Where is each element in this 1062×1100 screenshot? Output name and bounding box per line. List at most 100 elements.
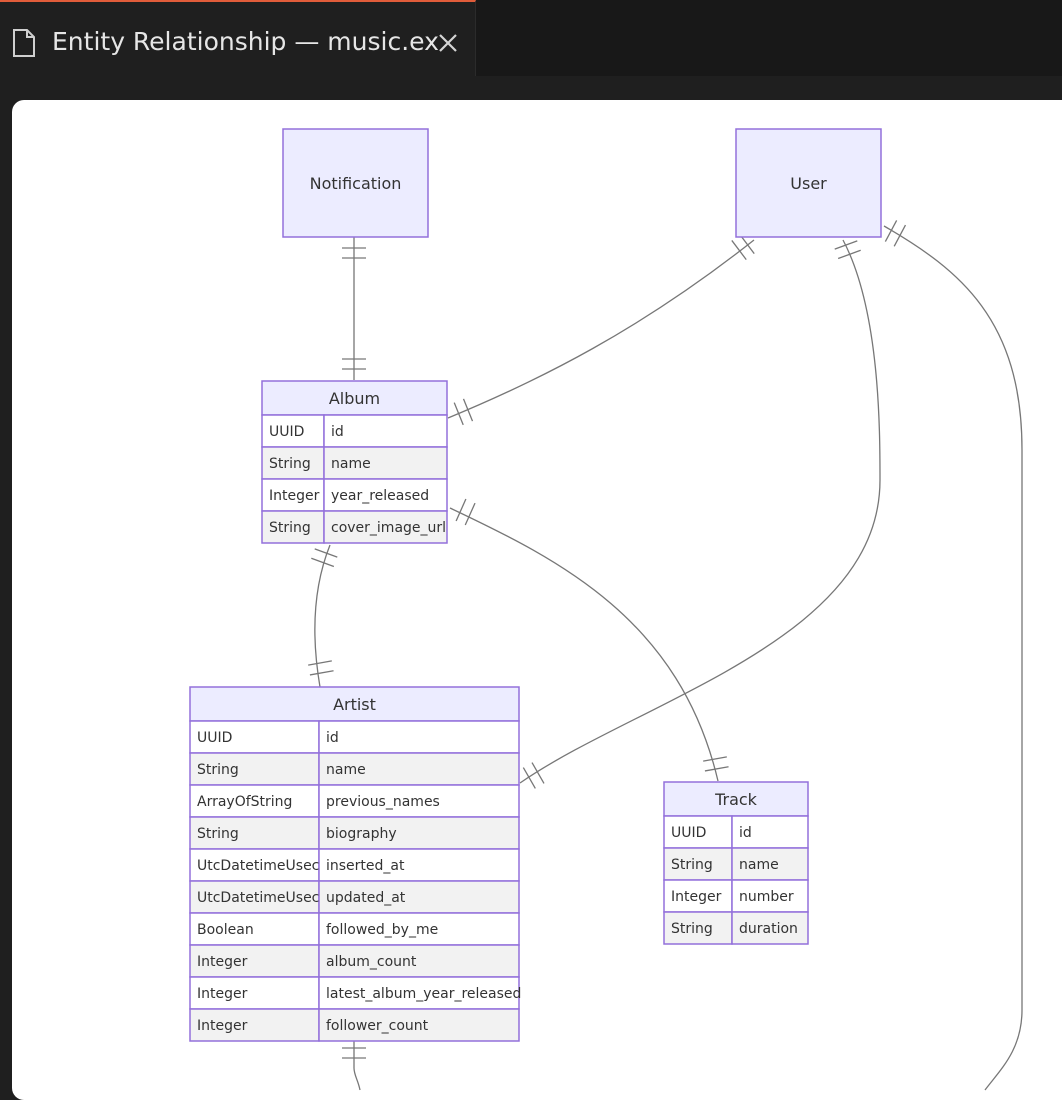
attribute-row: UUID id [189, 720, 520, 754]
cardinality-mark [314, 548, 338, 558]
cardinality-mark [464, 502, 476, 526]
attribute-name: cover_image_url [331, 520, 446, 536]
attribute-type: UUID [269, 424, 304, 440]
entity-title: Track [714, 790, 758, 809]
attribute-type: String [671, 921, 713, 937]
cardinality-mark [462, 398, 474, 422]
attribute-row: UtcDatetimeUsec updated_at [189, 880, 520, 914]
edge-notification-album [342, 237, 366, 380]
attribute-type: Integer [269, 488, 320, 504]
cardinality-mark [308, 660, 332, 666]
edge-album-artist [308, 544, 338, 688]
attribute-row: String duration [663, 911, 809, 945]
entity-header [663, 781, 809, 817]
entity-box [282, 128, 429, 238]
attribute-row: String biography [189, 816, 520, 850]
entity-title: User [790, 174, 827, 193]
edge-artist-bottom [342, 1040, 366, 1091]
entity-user[interactable]: User [735, 128, 882, 238]
cardinality-mark [893, 224, 907, 247]
attribute-row: UUID id [261, 414, 448, 448]
entity-notification[interactable]: Notification [282, 128, 429, 238]
edge-user-right [883, 220, 1023, 1091]
attribute-type: ArrayOfString [197, 794, 292, 810]
attribute-name: number [739, 889, 794, 905]
attribute-name: id [331, 424, 344, 440]
attribute-row: String name [189, 752, 520, 786]
attribute-type: Integer [197, 986, 248, 1002]
editor-tab-bar: Entity Relationship — music.ex [0, 0, 1062, 76]
attribute-name: followed_by_me [326, 922, 438, 938]
attribute-type: UUID [197, 730, 232, 746]
entity-title: Artist [333, 695, 376, 714]
attribute-row: Integer latest_album_year_released [189, 976, 521, 1010]
cardinality-mark [453, 402, 464, 426]
entity-title: Notification [310, 174, 402, 193]
attribute-name: biography [326, 826, 397, 842]
attribute-row: Integer album_count [189, 944, 520, 978]
attribute-row: String name [261, 446, 448, 480]
entity-header [189, 686, 520, 722]
entity-title: Album [329, 389, 380, 408]
cardinality-mark [522, 767, 536, 789]
attribute-name: id [739, 825, 752, 841]
attribute-row: Boolean followed_by_me [189, 912, 520, 946]
file-icon [13, 29, 35, 57]
attribute-type: String [197, 762, 239, 778]
cardinality-mark [703, 756, 727, 762]
attribute-row: UUID id [663, 815, 809, 849]
attribute-name: name [331, 456, 371, 472]
entity-header [261, 380, 448, 416]
attribute-row: Integer number [663, 879, 809, 913]
attribute-row: String cover_image_url [261, 510, 448, 544]
cardinality-mark [704, 766, 729, 772]
attribute-name: album_count [326, 954, 417, 970]
close-icon[interactable] [437, 32, 459, 54]
cardinality-mark [531, 762, 545, 784]
attribute-type: String [269, 456, 311, 472]
attribute-type: UtcDatetimeUsec [197, 858, 319, 874]
attribute-name: inserted_at [326, 858, 405, 874]
attribute-name: latest_album_year_released [326, 986, 521, 1002]
edge-user-artist [519, 239, 881, 789]
attribute-row: String name [663, 847, 809, 881]
attribute-name: name [739, 857, 779, 873]
attribute-row: UtcDatetimeUsec inserted_at [189, 848, 520, 882]
attribute-name: id [326, 730, 339, 746]
attribute-type: String [197, 826, 239, 842]
attribute-type: UtcDatetimeUsec [197, 890, 319, 906]
cardinality-mark [731, 240, 747, 260]
attribute-type: Boolean [197, 922, 254, 938]
relationship-edges [308, 220, 1023, 1091]
cardinality-mark [837, 249, 861, 260]
entity-box [735, 128, 882, 238]
attribute-name: name [326, 762, 366, 778]
attribute-name: previous_names [326, 794, 440, 810]
attribute-type: String [671, 857, 713, 873]
cardinality-mark [884, 220, 898, 242]
cardinality-mark [311, 557, 335, 568]
attribute-name: duration [739, 921, 798, 937]
edge-album-track [449, 498, 729, 782]
attribute-name: year_released [331, 488, 429, 504]
active-tab[interactable]: Entity Relationship — music.ex [0, 0, 476, 76]
attribute-name: updated_at [326, 890, 406, 906]
cardinality-mark [834, 240, 858, 250]
edge-user-album [447, 234, 755, 426]
attribute-type: String [269, 520, 311, 536]
cardinality-mark [309, 670, 334, 676]
cardinality-mark [455, 498, 467, 522]
attribute-type: Integer [671, 889, 722, 905]
tab-title: Entity Relationship — music.ex [52, 27, 439, 56]
attribute-type: Integer [197, 1018, 248, 1034]
attribute-type: UUID [671, 825, 706, 841]
attribute-type: Integer [197, 954, 248, 970]
attribute-row: ArrayOfString previous_names [189, 784, 520, 818]
